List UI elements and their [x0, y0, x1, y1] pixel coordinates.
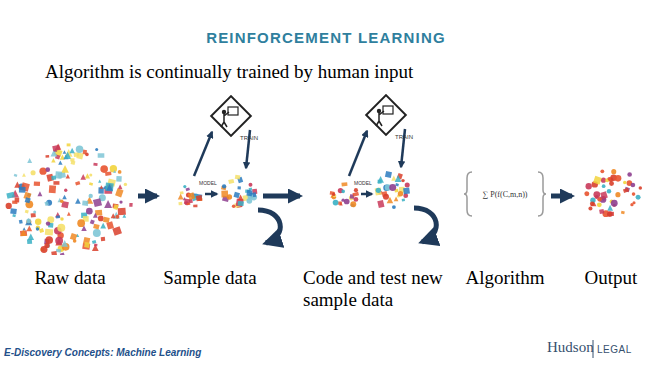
- flow-arrow: [551, 194, 572, 199]
- data-illustration: [5, 140, 135, 255]
- train-label: TRAIN: [395, 134, 413, 140]
- stage-node: Output: [575, 140, 647, 289]
- train-diamond: [211, 96, 251, 136]
- stage-caption: Algorithm: [462, 267, 548, 289]
- model-label: MODEL: [354, 180, 372, 186]
- stage-caption: Code and test new sample data: [303, 267, 445, 311]
- stage-caption: Raw data: [5, 267, 135, 289]
- flow-arrow: [263, 194, 300, 199]
- data-illustration: [575, 140, 647, 255]
- stage-caption: Output: [575, 267, 647, 289]
- stage-node: Sample data: [160, 140, 260, 289]
- data-illustration: [160, 140, 260, 255]
- train-arrows: [194, 129, 405, 194]
- formula: ∑ P(f(C,m,n)): [468, 190, 542, 199]
- stage-caption: Sample data: [160, 267, 260, 289]
- brand-name: Hudson: [547, 339, 594, 356]
- stage-node: Algorithm: [462, 140, 548, 289]
- train-label: TRAIN: [240, 135, 258, 141]
- stage-node: Code and test new sample data: [303, 140, 453, 311]
- feedback-arrows: [258, 208, 436, 243]
- flow-arrow: [138, 194, 157, 199]
- train-diamond: [366, 95, 406, 135]
- footer-caption: E-Discovery Concepts: Machine Learning: [4, 347, 201, 358]
- subtitle: Algorithm is continually trained by huma…: [45, 61, 413, 83]
- brand-suffix: LEGAL: [597, 344, 632, 355]
- stage-node: Raw data: [5, 140, 135, 289]
- data-illustration: [462, 140, 548, 255]
- model-label: MODEL: [199, 180, 217, 186]
- data-illustration: [303, 140, 453, 255]
- diagram-title: REINFORCEMENT LEARNING: [0, 29, 652, 46]
